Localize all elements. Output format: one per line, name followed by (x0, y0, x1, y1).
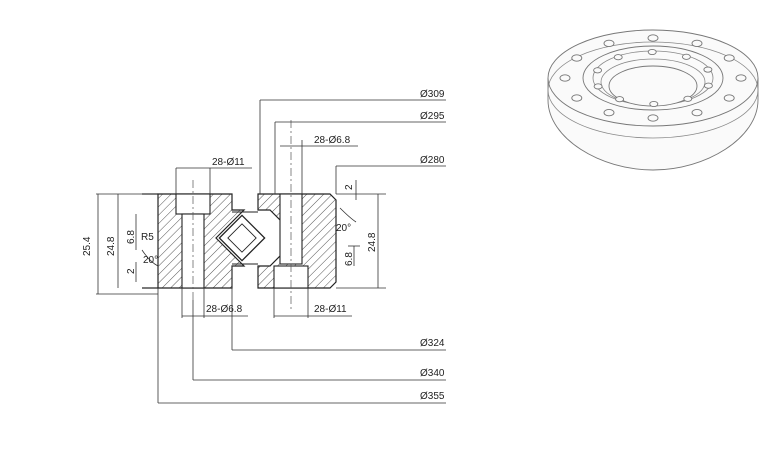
outer-bolt-hole (647, 34, 659, 42)
outer-bolt-hole (571, 94, 583, 102)
outer-bolt-hole (603, 108, 615, 117)
dim-holes-bottom-left: 28-Ø6.8 (206, 304, 243, 315)
dim-d324: Ø324 (420, 338, 445, 349)
dim-angle-right: 20° (336, 223, 351, 234)
inner-bolt-hole (613, 54, 623, 61)
outer-bolt-hole (559, 74, 571, 82)
dim-d355: Ø355 (420, 391, 445, 402)
inner-bolt-hole (703, 82, 713, 89)
dim-holes-inner-top: 28-Ø6.8 (314, 135, 351, 146)
outer-bolt-hole (603, 39, 615, 48)
dim-h-left: 24.8 (106, 236, 117, 256)
dim-holes-outer-top: 28-Ø11 (212, 157, 245, 168)
dim-radius: R5 (141, 232, 154, 243)
outer-bolt-hole (723, 54, 735, 62)
dimension-lines-top (175, 99, 446, 194)
isometric-inner-holes (593, 48, 713, 108)
outer-bolt-hole (723, 94, 735, 102)
inner-bolt-hole (649, 100, 659, 108)
outer-bolt-hole (691, 39, 703, 48)
dim-h-total: 25.4 (82, 236, 93, 256)
dimension-lines-left (96, 193, 159, 295)
isometric-outer-holes (559, 34, 747, 122)
dim-h-right: 24.8 (367, 232, 378, 252)
dim-depth-left: 6.8 (126, 230, 137, 244)
dim-d280: Ø280 (420, 155, 445, 166)
outer-bolt-hole (691, 108, 703, 117)
dim-angle-left: 20° (143, 255, 158, 266)
dimension-lines-diameters-bottom (157, 266, 446, 404)
dimension-lines-right (336, 180, 386, 289)
dim-chamfer-top: 2 (344, 184, 355, 190)
inner-bolt-hole (593, 67, 603, 74)
dim-chamfer-left: 2 (126, 268, 137, 274)
dim-d295: Ø295 (420, 111, 445, 122)
inner-bolt-hole (683, 95, 693, 102)
dim-depth-right: 6.8 (344, 252, 355, 266)
dim-d309: Ø309 (420, 89, 445, 100)
cross-roller (218, 211, 266, 265)
outer-ring-section (157, 180, 246, 300)
inner-bolt-hole (647, 48, 657, 56)
outer-bolt-hole (735, 74, 747, 82)
outer-bolt-hole (571, 54, 583, 62)
dimension-lines-bottom (181, 288, 352, 318)
inner-bolt-hole (615, 96, 625, 103)
outer-bolt-hole (647, 114, 659, 122)
dim-holes-bottom-right: 28-Ø11 (314, 304, 347, 315)
inner-bolt-hole (593, 83, 603, 90)
inner-bolt-hole (681, 53, 691, 60)
bearing-isometric-view (547, 29, 759, 171)
inner-ring-section (257, 120, 337, 312)
inner-bolt-hole (703, 66, 713, 73)
dim-d340: Ø340 (420, 368, 445, 379)
